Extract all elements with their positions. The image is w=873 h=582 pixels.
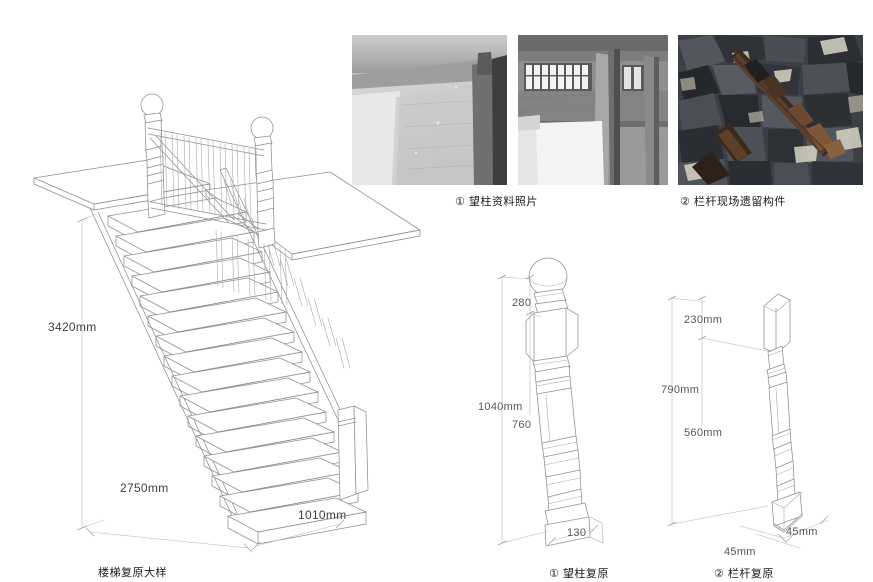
photo-interior-hall [518, 35, 668, 185]
newel-total-dimension: 1040mm [478, 401, 523, 413]
stair-height-dimension: 3420mm [48, 320, 97, 334]
baluster-total-dimension: 790mm [661, 384, 700, 396]
newel-base-dimension: 130 [567, 527, 587, 539]
stair-drawing-title: 楼梯复原大样 [98, 567, 167, 579]
photo-1-caption: ① 望柱资料照片 [455, 196, 538, 208]
stair-perspective-drawing [20, 80, 440, 553]
photo-3-caption: ② 栏杆现场遗留构件 [680, 196, 786, 208]
baluster-drawing [660, 280, 830, 560]
newel-post-drawing [490, 255, 640, 555]
newel-finial-dimension: 280 [512, 297, 532, 309]
baluster-top-dimension: 230mm [684, 314, 723, 326]
baluster-base-width-dimension: 45mm [724, 546, 756, 558]
baluster-base-depth-dimension: 45mm [786, 526, 818, 538]
newel-drawing-title: ① 望柱复原 [549, 568, 609, 580]
baluster-shaft-dimension: 560mm [684, 427, 723, 439]
stair-run-dimension: 2750mm [120, 481, 169, 495]
photo-baluster-remnant [678, 35, 863, 185]
stair-width-dimension: 1010mm [298, 508, 347, 522]
newel-shaft-dimension: 760 [512, 419, 532, 431]
baluster-drawing-title: ② 栏杆复原 [714, 568, 774, 580]
photo-newel-archive [352, 35, 507, 185]
